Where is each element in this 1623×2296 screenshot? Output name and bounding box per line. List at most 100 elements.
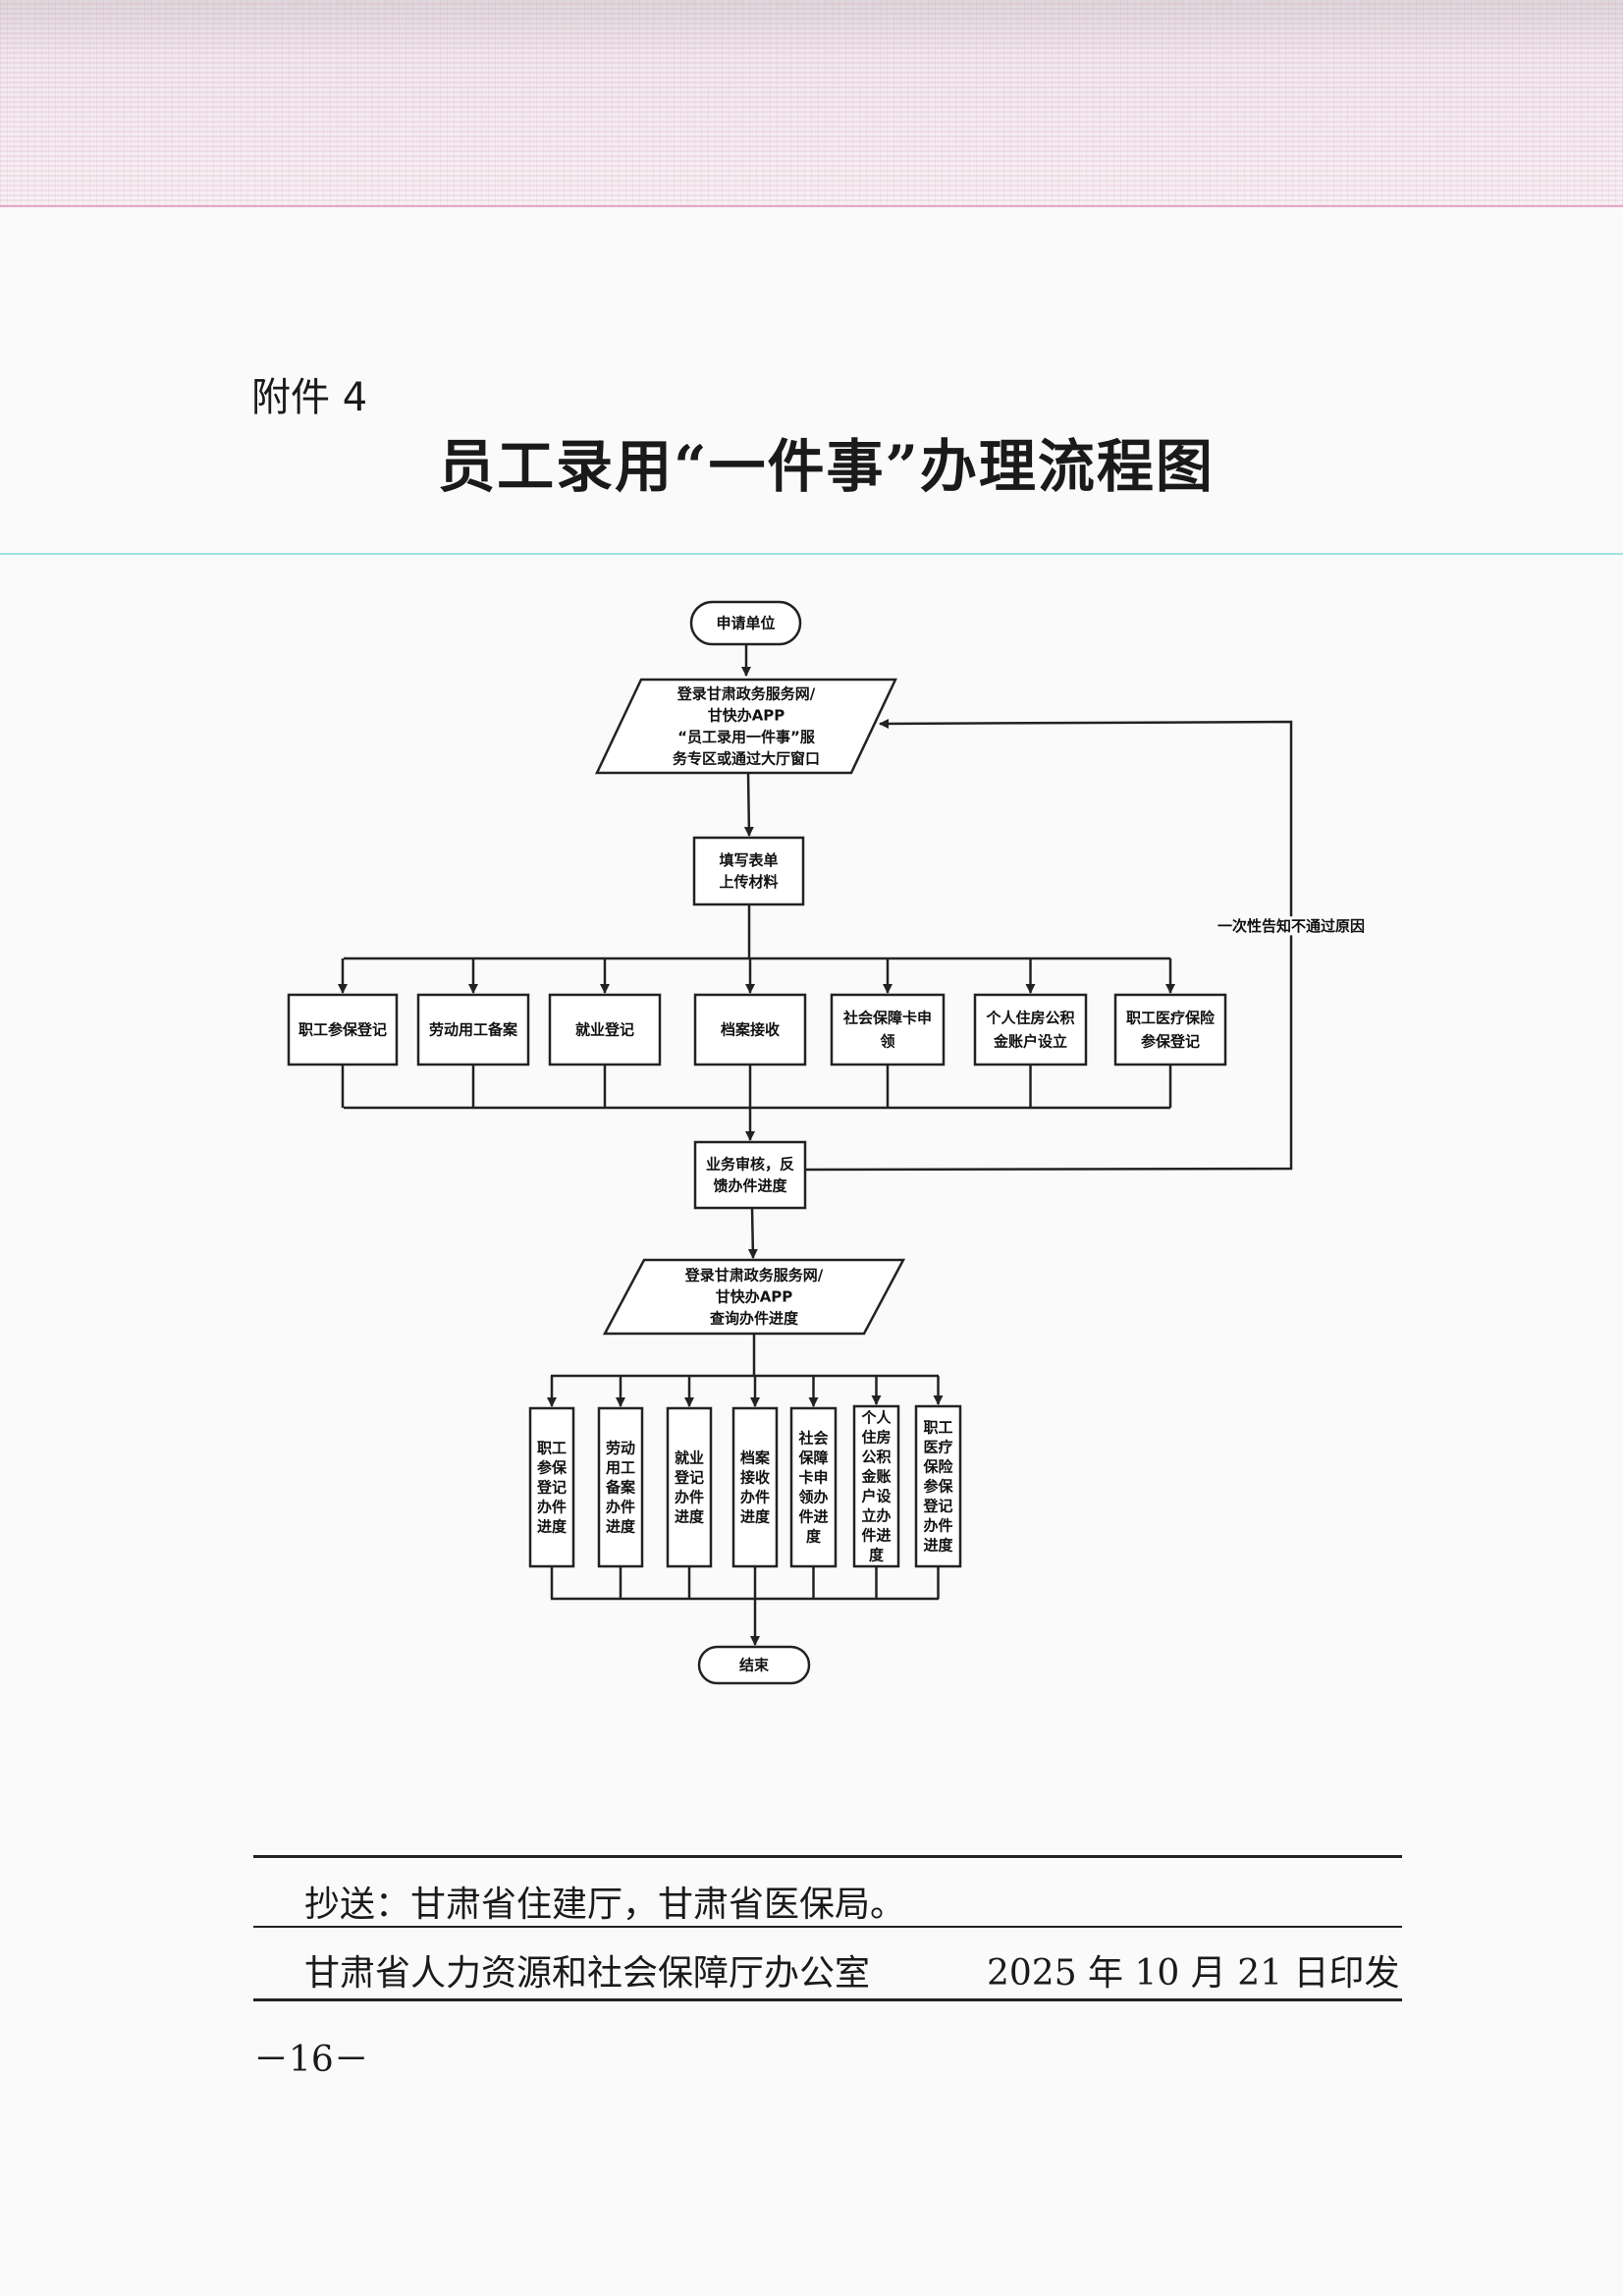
node-text: 件进 bbox=[798, 1508, 828, 1526]
end-node-shape bbox=[697, 1645, 811, 1685]
login-portal-node-shape bbox=[595, 678, 897, 775]
node-text: 进度 bbox=[923, 1537, 953, 1555]
node-text: 保障 bbox=[797, 1449, 828, 1467]
node-text: 就业 bbox=[675, 1449, 704, 1467]
node-text: 上传材料 bbox=[719, 873, 778, 891]
node-text: 公积 bbox=[861, 1449, 891, 1466]
node-text: 个人 bbox=[860, 1409, 892, 1427]
node-text: 职工参保登记 bbox=[298, 1021, 387, 1039]
issue-date: 2025 年 10 月 21 日印发 bbox=[987, 1953, 1400, 1994]
node-text: 劳动用工备案 bbox=[429, 1021, 518, 1039]
node-text: 结束 bbox=[739, 1657, 770, 1674]
progress-item-node-shape bbox=[914, 1404, 962, 1568]
node-text: 立办 bbox=[861, 1507, 891, 1525]
node-text: 进度 bbox=[606, 1518, 636, 1536]
connector-line bbox=[743, 772, 754, 837]
start-node-shape bbox=[689, 600, 802, 646]
node-text: 办件 bbox=[923, 1517, 952, 1535]
query-portal-node-shape bbox=[602, 1258, 906, 1336]
service-item-node: 就业登记 bbox=[548, 993, 662, 1066]
node-text: 户设 bbox=[861, 1488, 891, 1505]
node-text: 备案 bbox=[605, 1479, 636, 1497]
node-text: 馈办件进度 bbox=[712, 1177, 787, 1195]
service-item-node-shape bbox=[973, 993, 1088, 1066]
node-text: 办件 bbox=[675, 1489, 704, 1506]
footer-rule-middle bbox=[253, 1926, 1402, 1928]
node-text: 职工医疗保险 bbox=[1126, 1010, 1216, 1027]
node-text: 参保 bbox=[537, 1459, 568, 1477]
node-text: 度 bbox=[806, 1528, 822, 1546]
end-node: 结束 bbox=[697, 1645, 811, 1685]
node-text: 领 bbox=[879, 1033, 894, 1051]
node-text: 进度 bbox=[537, 1518, 568, 1536]
node-text: 填写表单 bbox=[719, 851, 778, 869]
service-item-node: 职工参保登记 bbox=[287, 993, 399, 1066]
node-text: 档案 bbox=[740, 1449, 771, 1467]
node-text: 社会保障卡申 bbox=[842, 1010, 932, 1027]
node-text: 社会 bbox=[797, 1430, 828, 1448]
node-text: 用工 bbox=[606, 1459, 635, 1477]
service-item-node-shape bbox=[548, 993, 662, 1066]
footer-rule-bottom bbox=[253, 1998, 1402, 2001]
node-text: 医疗 bbox=[923, 1439, 952, 1456]
connector-line bbox=[804, 718, 1293, 1172]
node-text: 就业登记 bbox=[575, 1021, 634, 1039]
node-text: 业务审核，反 bbox=[706, 1156, 794, 1174]
issuer: 甘肃省人力资源和社会保障厅办公室 bbox=[304, 1953, 871, 1994]
node-text: “员工录用一件事”服 bbox=[677, 729, 816, 746]
service-item-node-shape bbox=[287, 993, 399, 1066]
feedback-label: 一次性告知不通过原因 bbox=[1217, 917, 1365, 935]
node-text: 登记 bbox=[674, 1469, 704, 1487]
scan-noise-band bbox=[0, 0, 1623, 206]
scan-artifact-line bbox=[0, 553, 1623, 555]
service-item-node-shape bbox=[416, 993, 530, 1066]
service-item-node-shape bbox=[1113, 993, 1227, 1066]
start-node: 申请单位 bbox=[689, 600, 802, 646]
progress-item-node-shape bbox=[666, 1406, 713, 1568]
connector-line bbox=[747, 1207, 758, 1259]
progress-item-node-shape bbox=[852, 1404, 900, 1568]
progress-item-node-shape bbox=[597, 1406, 644, 1568]
node-text: 金账户设立 bbox=[993, 1033, 1067, 1051]
footer-rule-top bbox=[253, 1855, 1402, 1858]
service-item-node-shape bbox=[693, 993, 807, 1066]
node-text: 保险 bbox=[922, 1458, 953, 1476]
node-text: 卡申 bbox=[798, 1469, 828, 1487]
node-text: 劳动 bbox=[606, 1440, 635, 1457]
node-text: 接收 bbox=[740, 1469, 770, 1487]
node-text: 登记 bbox=[922, 1498, 952, 1515]
node-text: 登录甘肃政务服务网/ bbox=[684, 1267, 824, 1285]
node-text: 度 bbox=[869, 1547, 885, 1564]
node-text: 进度 bbox=[740, 1508, 771, 1526]
node-text: 住房 bbox=[861, 1429, 891, 1447]
progress-item-node-shape bbox=[528, 1406, 575, 1568]
node-text: 进度 bbox=[675, 1508, 705, 1526]
service-item-node-shape bbox=[830, 993, 946, 1066]
node-text: 参保登记 bbox=[1141, 1033, 1200, 1051]
node-text: 个人住房公积 bbox=[985, 1010, 1074, 1027]
page-title: 员工录用“一件事”办理流程图 bbox=[438, 433, 1215, 500]
progress-item-node-shape bbox=[731, 1406, 779, 1568]
node-text: 职工 bbox=[923, 1419, 952, 1437]
service-item-node: 档案接收 bbox=[693, 993, 807, 1066]
node-text: 办件 bbox=[537, 1499, 567, 1516]
node-text: 办件 bbox=[606, 1499, 635, 1516]
review-node-shape bbox=[693, 1140, 807, 1210]
node-text: 件进 bbox=[861, 1527, 891, 1545]
node-text: 查询办件进度 bbox=[710, 1310, 799, 1328]
node-text: 领办 bbox=[797, 1489, 828, 1506]
node-text: 职工 bbox=[537, 1440, 567, 1457]
